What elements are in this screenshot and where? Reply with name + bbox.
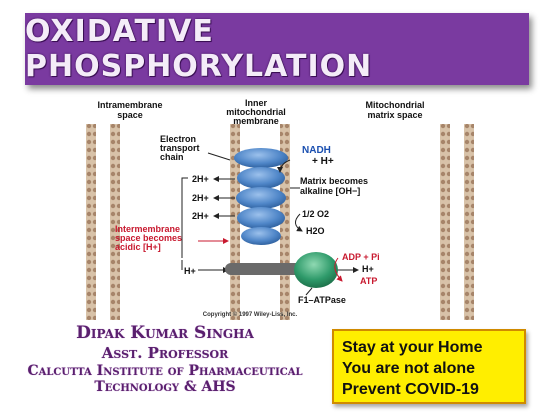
matrix-alkaline-line2: alkaline [OH−] xyxy=(300,186,360,196)
etc-label-line3: chain xyxy=(160,152,184,162)
nadh-label: NADH xyxy=(302,145,331,156)
title-banner: OXIDATIVE PHOSPHORYLATION xyxy=(25,13,529,85)
matrix-alkaline-line1: Matrix becomes xyxy=(300,176,368,186)
oxygen-label: 1/2 O2 xyxy=(302,209,329,219)
slide-title: OXIDATIVE PHOSPHORYLATION xyxy=(25,14,373,84)
atpase-pointer xyxy=(305,287,313,296)
inner-membrane-right xyxy=(280,124,290,320)
notice-line-3: Prevent COVID-19 xyxy=(342,381,479,398)
header-inner-line3: membrane xyxy=(233,116,279,126)
oxygen-water-arrow xyxy=(295,213,303,232)
oxidative-phosphorylation-diagram: Intramembrane space Inner mitochondrial … xyxy=(80,98,480,322)
etc-complex-2 xyxy=(237,167,285,189)
h-plus-right: H+ xyxy=(362,264,374,274)
acidic-line2: space becomes xyxy=(115,233,182,243)
proton-pumps: 2H+ 2H+ 2H+ xyxy=(181,174,235,258)
etc-complex-1 xyxy=(234,148,288,168)
water-label: H2O xyxy=(306,226,325,236)
copyright-text: Copyright © 1997 Wiley-Liss, Inc. xyxy=(203,311,298,318)
proton-bracket xyxy=(181,177,188,258)
header-intramembrane-line2: space xyxy=(117,110,143,120)
nadh-arrow xyxy=(277,159,291,173)
author-role: Asst. Professor xyxy=(101,344,229,362)
header-inner-line1: Inner xyxy=(245,98,268,108)
h-plus-left: H+ xyxy=(184,266,196,276)
notice-line-2: You are not alone xyxy=(342,360,476,377)
outer-membrane-left xyxy=(86,124,96,320)
atpase-label: F1–ATPase xyxy=(298,295,346,305)
etc-pointer xyxy=(207,152,231,161)
membrane-right-2 xyxy=(464,124,474,320)
author-name: Dipak Kumar Singha xyxy=(76,323,254,343)
acidic-line3: acidic [H+] xyxy=(115,242,161,252)
atpase-stalk xyxy=(225,263,315,275)
etc-label-line1: Electron xyxy=(160,134,196,144)
inner-membrane-left xyxy=(230,124,240,320)
etc-label-line2: transport xyxy=(160,143,200,153)
etc-complex-3 xyxy=(236,187,286,209)
atpase-head xyxy=(294,252,338,288)
proton-label-1: 2H+ xyxy=(192,174,209,184)
membrane-right xyxy=(440,124,450,320)
author-institute: Calcutta Institute of Pharmaceutical Tec… xyxy=(27,363,303,395)
adp-atp-arrow xyxy=(334,257,343,282)
notice-line-1: Stay at your Home xyxy=(342,339,483,356)
author-block: Dipak Kumar Singha Asst. Professor Calcu… xyxy=(20,323,310,395)
proton-label-2: 2H+ xyxy=(192,193,209,203)
header-matrix-line1: Mitochondrial xyxy=(366,100,425,110)
proton-label-3: 2H+ xyxy=(192,211,209,221)
header-intramembrane-line1: Intramembrane xyxy=(97,100,162,110)
etc-complex-4 xyxy=(237,207,285,229)
header-matrix-line2: matrix space xyxy=(367,110,422,120)
outer-membrane-left-2 xyxy=(110,124,120,320)
header-inner-line2: mitochondrial xyxy=(226,107,286,117)
nadh-h-label: + H+ xyxy=(312,156,334,167)
atp-label: ATP xyxy=(360,276,377,286)
covid-notice-box: Stay at your Home You are not alone Prev… xyxy=(332,329,526,404)
acidic-line1: Intermembrane xyxy=(115,224,180,234)
adp-pi-label: ADP + Pi xyxy=(342,252,380,262)
etc-complex-5 xyxy=(241,227,281,245)
